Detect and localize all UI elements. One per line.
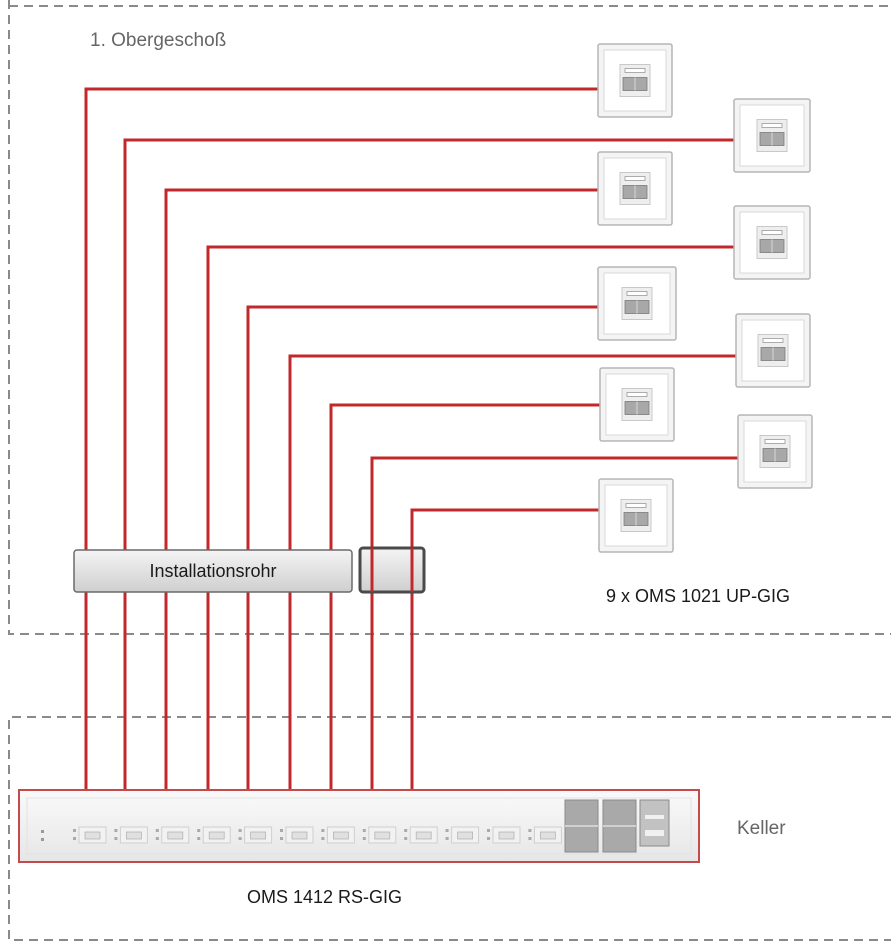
switch-port-row <box>73 826 562 844</box>
outlets-caption: 9 x OMS 1021 UP-GIG <box>606 586 791 606</box>
network-outlet-4 <box>733 205 811 280</box>
cable-8 <box>370 456 738 792</box>
switch-port-8 <box>362 826 397 844</box>
conduit-label: Installationsrohr <box>149 561 277 581</box>
cable-6 <box>288 354 736 792</box>
switch-port-10 <box>445 826 480 844</box>
switch-device <box>18 789 700 863</box>
network-outlet-5 <box>597 266 677 341</box>
network-outlet-3 <box>597 151 673 226</box>
conduit-cable-pass <box>370 548 414 592</box>
cable-3 <box>164 188 598 792</box>
upper-floor-frame <box>8 0 891 635</box>
switch-uplink-slots <box>564 799 670 853</box>
cable-7 <box>329 403 600 792</box>
switch-port-11 <box>487 826 521 844</box>
switch-port-6 <box>280 826 314 844</box>
network-outlet-2 <box>733 98 811 173</box>
switch-port-7 <box>321 826 355 844</box>
outlet-group <box>597 43 813 553</box>
switch-port-5 <box>238 826 273 844</box>
conduit-secondary <box>358 546 426 594</box>
switch-port-12 <box>528 826 562 844</box>
network-outlet-1 <box>597 43 673 118</box>
cable-group <box>84 87 738 792</box>
switch-port-4 <box>197 826 231 844</box>
switch-port-2 <box>114 826 148 844</box>
switch-caption: OMS 1412 RS-GIG <box>247 887 403 907</box>
switch-port-3 <box>155 826 190 844</box>
network-outlet-8 <box>737 414 813 489</box>
cable-2 <box>123 138 734 792</box>
switch-led <box>41 830 44 841</box>
switch-port-1 <box>73 826 107 844</box>
switch-port-9 <box>404 826 438 844</box>
cable-4 <box>206 245 734 792</box>
cable-9 <box>410 508 599 792</box>
network-outlet-7 <box>599 367 675 442</box>
basement-floor-frame <box>8 716 891 941</box>
network-outlet-6 <box>735 313 811 388</box>
basement-floor-label: Keller <box>737 818 786 839</box>
network-outlet-9 <box>598 478 674 553</box>
conduit-main <box>73 549 353 593</box>
cable-1 <box>84 87 598 792</box>
cable-5 <box>246 305 598 792</box>
upper-floor-label: 1. Obergeschoß <box>90 30 227 51</box>
